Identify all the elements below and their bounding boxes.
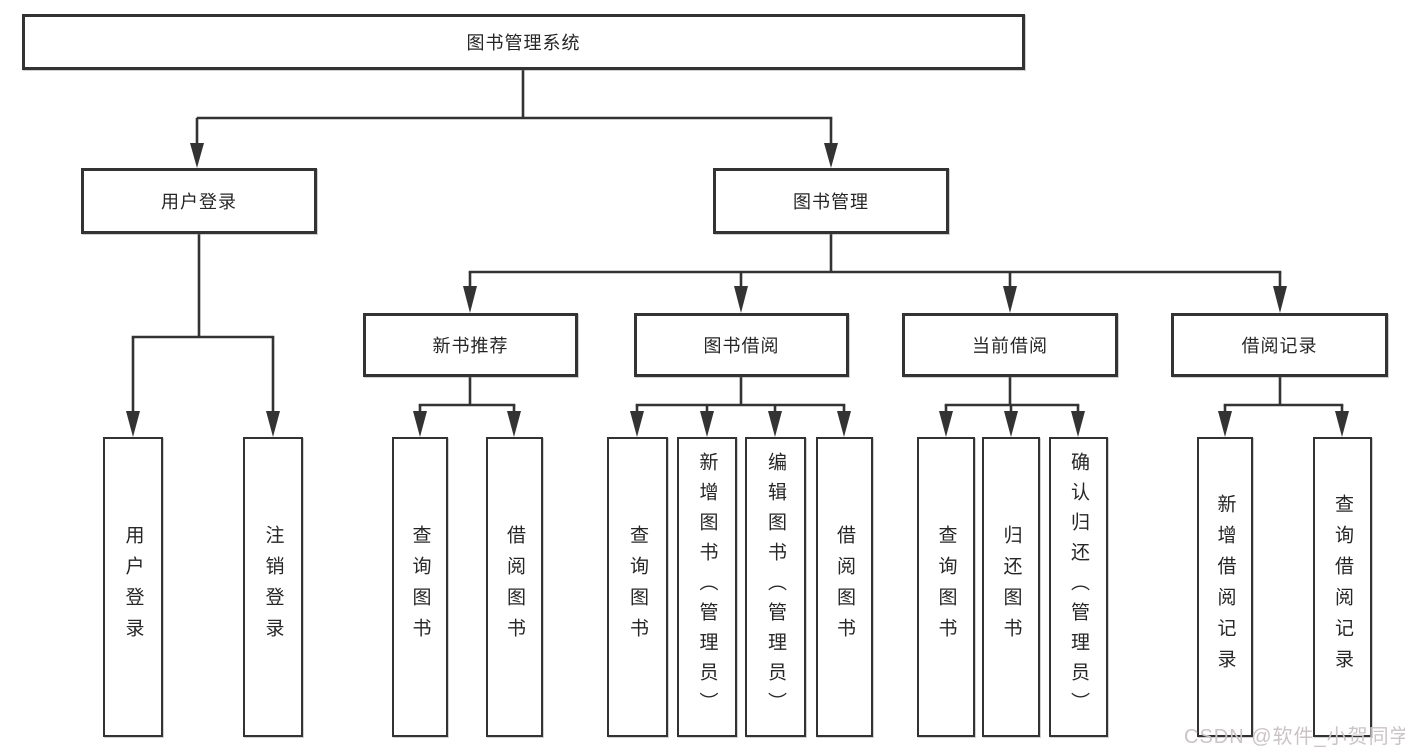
leaf-label: 归还图书 — [1000, 525, 1022, 649]
leaf-label: 查询图书 — [935, 525, 957, 649]
leaf-add-book-admin: 新增图书（管理员） — [677, 437, 737, 737]
leaf-user-login: 用户登录 — [103, 437, 163, 737]
node-library-system: 图书管理系统 — [22, 14, 1025, 70]
leaf-label: 查询图书 — [627, 525, 648, 649]
node-user-login: 用户登录 — [81, 168, 317, 234]
leaf-label: 查询借阅记录 — [1332, 494, 1353, 680]
leaf-label: 新增图书（管理员） — [696, 452, 718, 722]
leaf-edit-book-admin: 编辑图书（管理员） — [745, 437, 806, 737]
node-current-borrow: 当前借阅 — [902, 313, 1118, 377]
leaf-query-books: 查询图书 — [392, 437, 448, 737]
leaf-label: 借阅图书 — [834, 525, 855, 649]
leaf-label: 查询图书 — [409, 525, 431, 649]
node-borrow-records: 借阅记录 — [1171, 313, 1388, 377]
leaf-label: 借阅图书 — [504, 525, 525, 649]
leaf-query-borrow-record: 查询借阅记录 — [1313, 437, 1372, 737]
node-book-management: 图书管理 — [713, 168, 949, 234]
leaf-label: 编辑图书（管理员） — [765, 452, 786, 722]
leaf-label: 注销登录 — [262, 525, 284, 649]
leaf-query-books: 查询图书 — [607, 437, 668, 737]
leaf-label: 用户登录 — [122, 525, 144, 649]
leaf-label: 确认归还（管理员） — [1068, 452, 1089, 722]
csdn-watermark: CSDN @软件_小贺同学 — [1184, 726, 1405, 747]
leaf-borrow-books: 借阅图书 — [816, 437, 873, 737]
leaf-confirm-return-admin: 确认归还（管理员） — [1049, 437, 1108, 737]
leaf-logout: 注销登录 — [243, 437, 303, 737]
leaf-query-books: 查询图书 — [917, 437, 975, 737]
node-book-borrow: 图书借阅 — [634, 313, 849, 377]
node-new-book-recommend: 新书推荐 — [363, 313, 578, 377]
leaf-borrow-books: 借阅图书 — [486, 437, 543, 737]
leaf-label: 新增借阅记录 — [1214, 494, 1236, 680]
leaf-return-books: 归还图书 — [982, 437, 1040, 737]
leaf-add-borrow-record: 新增借阅记录 — [1197, 437, 1253, 737]
